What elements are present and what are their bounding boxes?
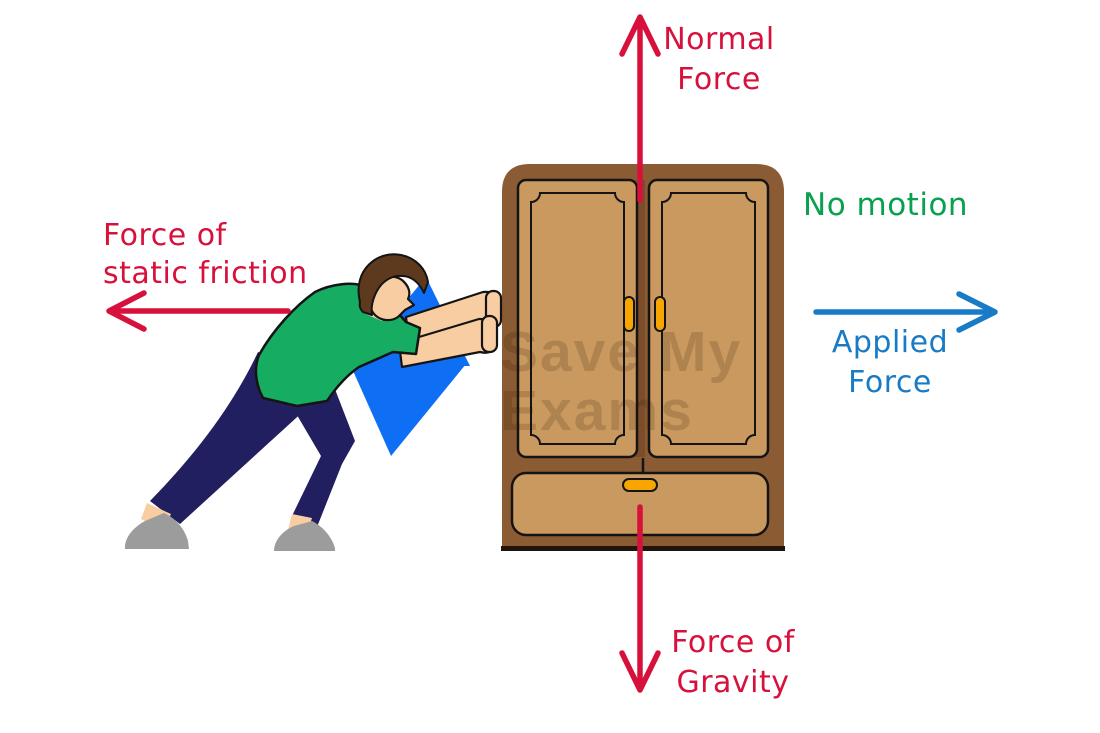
- applied-force-label-line1: Applied: [831, 325, 949, 360]
- wardrobe-base-line: [501, 546, 785, 551]
- normal-force-label-line1: Normal: [663, 22, 775, 57]
- applied-force-label: Applied Force: [790, 323, 990, 403]
- arrow-right-icon: [956, 291, 998, 333]
- person-lower-hand: [480, 314, 499, 354]
- static-friction-arrow: [106, 290, 291, 332]
- normal-force-arrow: [619, 14, 661, 203]
- no-motion-label: No motion: [803, 187, 969, 223]
- person-pushing: [124, 253, 503, 551]
- applied-force-label-line2: Force: [848, 365, 932, 400]
- bolt-lower-triangle: [350, 364, 466, 456]
- arrow-left-icon: [106, 290, 147, 332]
- person-back-shoe: [124, 513, 189, 549]
- normal-force-label-line2: Force: [677, 62, 761, 97]
- drawer-handle: [622, 478, 658, 492]
- static-friction-label-line1: Force of: [103, 218, 227, 253]
- wardrobe-left-door: [516, 178, 639, 459]
- static-friction-label: Force of static friction: [103, 217, 308, 293]
- watermark-line2: Exams: [500, 379, 694, 443]
- wardrobe-right-door: [647, 178, 770, 459]
- normal-force-label: Normal Force: [619, 20, 819, 100]
- right-door-handle: [654, 296, 666, 332]
- person-hair: [357, 253, 429, 316]
- left-door-handle: [623, 296, 635, 332]
- force-arrows: [106, 14, 998, 693]
- gravity-force-arrow: [619, 504, 661, 693]
- gravity-force-label: Force of Gravity: [633, 623, 833, 703]
- right-door-inner-panel: [661, 192, 756, 445]
- arrow-up-icon: [619, 14, 661, 57]
- applied-force-arrow: [813, 291, 998, 333]
- person-front-leg: [291, 376, 355, 527]
- watermark-line1: Save My: [500, 320, 742, 384]
- gravity-force-label-line2: Gravity: [676, 665, 790, 700]
- gravity-force-label-line1: Force of: [671, 625, 795, 660]
- static-friction-label-line2: static friction: [103, 256, 308, 291]
- left-door-inner-panel: [530, 192, 625, 445]
- person-front-shoe: [274, 521, 335, 551]
- wardrobe: Save My Exams: [500, 164, 785, 551]
- arrow-down-icon: [619, 650, 661, 693]
